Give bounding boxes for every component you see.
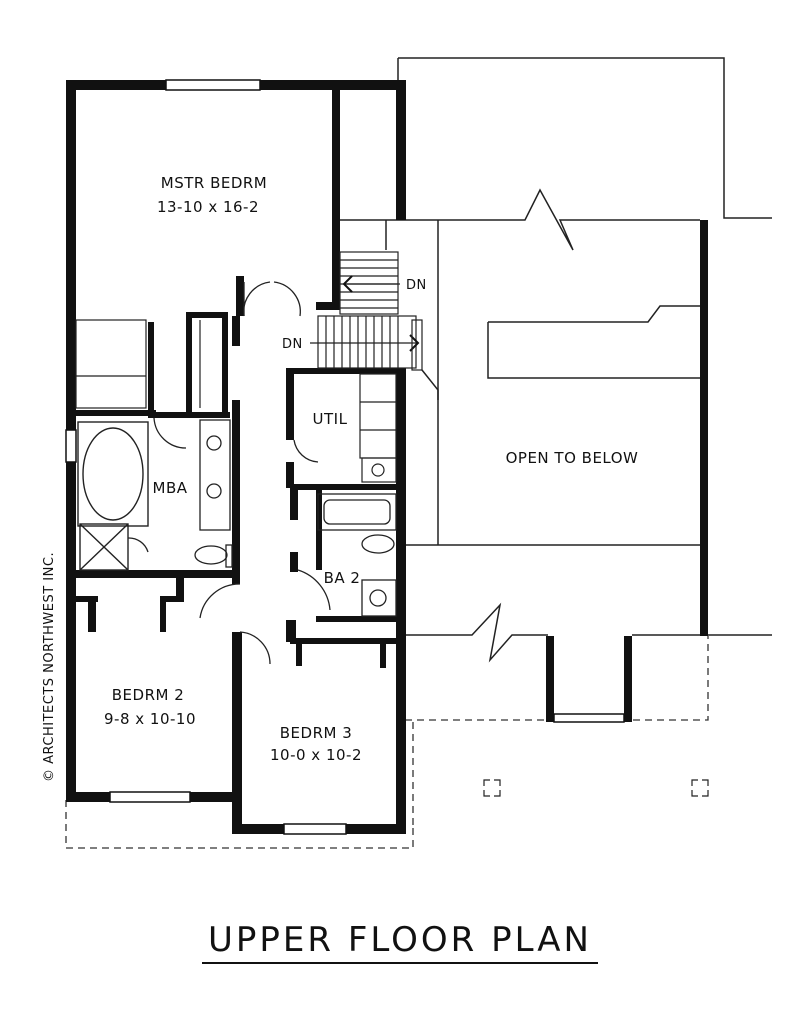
windows (65, 79, 625, 835)
toilet-icon (194, 544, 233, 568)
copyright-text: © ARCHITECTS NORTHWEST INC. (42, 552, 57, 782)
bath2-toilet-icon (361, 534, 395, 554)
master-bath-name: MBA (153, 479, 188, 497)
closet-rods (75, 319, 201, 409)
bedroom-2-size: 9-8 x 10-10 (104, 710, 196, 728)
roof-outline (340, 57, 772, 663)
deck-outline (65, 636, 709, 849)
bath-2-name: BA 2 (324, 569, 361, 587)
bedroom-2-name: BEDRM 2 (112, 686, 185, 704)
post-markers (483, 779, 709, 797)
stair-upper (339, 251, 400, 315)
utility-name: UTIL (313, 410, 348, 428)
open-to-below-name: OPEN TO BELOW (506, 449, 639, 467)
master-bedroom-name: MSTR BEDRM (161, 174, 268, 192)
bath2-sink-icon (361, 579, 397, 617)
master-bedroom-size: 13-10 x 16-2 (157, 198, 259, 216)
utility-fixtures (359, 373, 397, 483)
plan-title-wrap: UPPER FLOOR PLAN (0, 920, 800, 964)
walls (66, 80, 708, 834)
stair-lower-arrow (409, 334, 420, 352)
stair-down-label-upper: DN (406, 278, 427, 293)
vanity-sinks-icon (199, 419, 231, 531)
bedroom-3-size: 10-0 x 10-2 (270, 746, 362, 764)
stair-newel (411, 319, 423, 371)
stair-upper-arrow (342, 275, 353, 293)
shower-icon (79, 523, 129, 571)
bathtub-icon (77, 421, 149, 527)
plan-title: UPPER FLOOR PLAN (202, 920, 598, 964)
bedroom-3-name: BEDRM 3 (280, 724, 353, 742)
door-swings (127, 281, 331, 665)
stair-lower (310, 315, 418, 369)
stair-down-label-lower: DN (282, 337, 303, 352)
bath2-tub-icon (317, 493, 397, 531)
